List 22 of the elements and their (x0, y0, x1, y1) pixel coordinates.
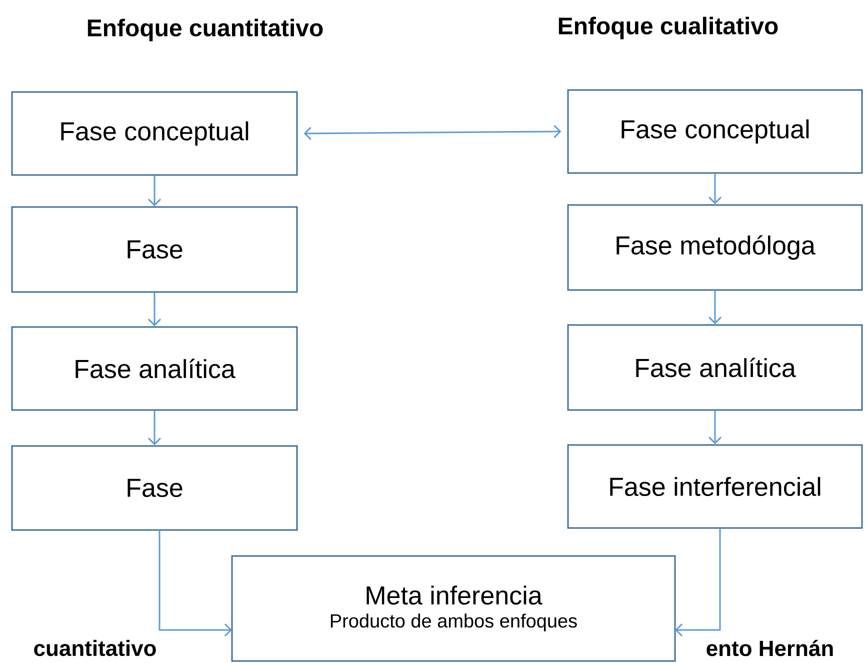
arrow (148, 292, 162, 326)
process-box: Fase conceptual (11, 91, 298, 176)
process-box: Fase metodóloga (567, 204, 863, 291)
arrow (148, 410, 162, 446)
arrow (675, 528, 721, 637)
process-box: Fase (11, 206, 298, 293)
arrow (148, 176, 162, 206)
process-box: Fase analítica (567, 324, 863, 411)
process-box: Fase conceptual (567, 89, 863, 174)
arrow (708, 410, 722, 444)
process-box: Fase interferencial (567, 444, 863, 529)
cut-off-text: ento Hernán (706, 640, 833, 656)
column-heading: Enfoque cuantitativo (88, 18, 323, 42)
arrow (304, 125, 562, 140)
arrow (708, 290, 722, 324)
column-heading: Enfoque cualitativo (558, 16, 778, 40)
process-box: Meta inferencia Producto de ambos enfoques (231, 555, 676, 662)
arrow (708, 174, 722, 204)
process-box: Fase (11, 445, 298, 531)
arrow (158, 530, 232, 637)
process-box: Fase analítica (11, 326, 298, 411)
cut-off-text: cuantitativo (34, 640, 156, 656)
